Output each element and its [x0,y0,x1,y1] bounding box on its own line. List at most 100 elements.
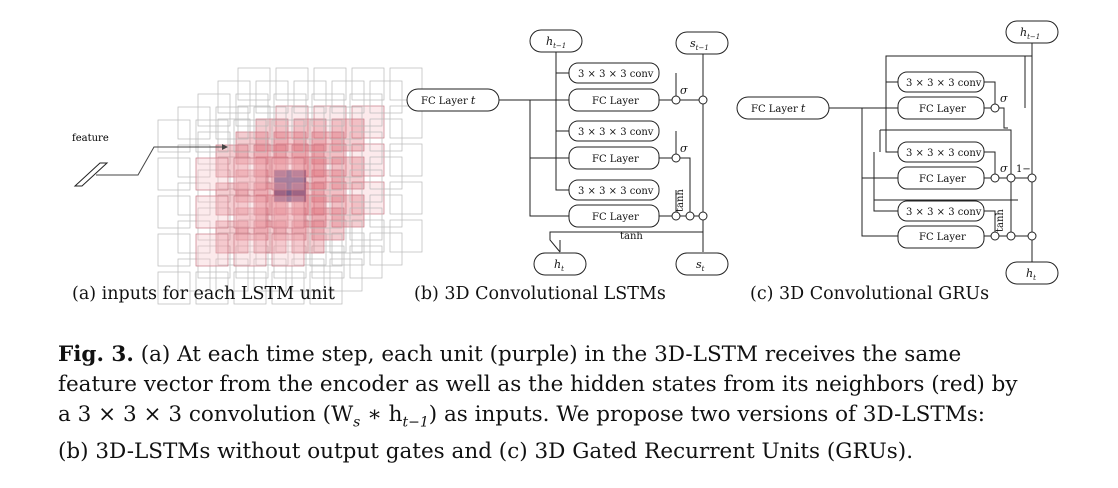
grid-cube [331,232,365,266]
conv-box-1 [568,62,660,84]
svg-text:ht: ht [1026,267,1036,282]
grid-cube [157,157,191,191]
caption-line-2: feature vector from the encoder as well … [58,372,1018,397]
plus-op-2 [671,153,681,163]
grid-cube [369,118,403,152]
c-conv-box-3 [897,200,985,222]
fc-input-label: FC Layer [421,96,468,107]
s-out-text: s [696,258,702,271]
grid-cube [389,105,423,139]
c-fc-input-t: t [801,102,806,115]
grid-cube [233,233,267,267]
grid-cube [329,182,363,216]
panel-a-grid: feature [72,67,423,305]
grid-cube [329,258,363,292]
b-fc-label-2: FC Layer [592,154,639,165]
grid-cube [195,119,229,153]
caption-line1-text: (a) At each time step, each unit (purple… [133,342,962,367]
caption-label: Fig. 3. [58,342,134,367]
h-out-node [533,252,587,276]
grid-cube [237,67,271,101]
mult-op-1 [698,95,708,105]
caption-line-3: a 3 × 3 × 3 convolution (Ws ∗ ht−1) as i… [58,400,1098,437]
b-tanh-2: tanh [620,231,643,242]
fc-input-t: t [471,94,476,107]
c-plus-op-1 [990,103,1000,113]
grid-cube [253,144,287,178]
grid-cube [349,207,383,241]
mult-op-2 [685,211,695,221]
grid-cube [329,106,363,140]
c-plus-op-3 [990,231,1000,241]
grid-cube [271,271,305,305]
grid-cube [235,93,269,127]
subcaption-c: (c) 3D Convolutional GRUs [750,284,990,304]
grid-cube [291,144,325,178]
grid-cube [331,118,365,152]
s-prev-sub: t−1 [696,44,709,52]
grid-cube [233,271,267,305]
grid-cube [157,233,191,267]
c-mult-op-2 [1027,173,1037,183]
svg-text:st−1: st−1 [690,37,709,52]
c-fc-box-3 [897,225,985,249]
grid-cube [311,93,345,127]
grid-cube [369,232,403,266]
grid-cube [293,80,327,114]
grid-cube [197,245,231,279]
lstm-grid-cubes [157,67,423,305]
grid-cube [253,258,287,292]
panel-b-conv-lstm: ht−1 st−1 FC Layer t [406,29,729,276]
grid-cube [235,245,269,279]
c-tanh-1: tanh [995,209,1006,232]
c-sigma-1: σ [1000,92,1008,105]
conv-box-3 [568,179,660,201]
grid-cube [309,119,343,153]
grid-cube [369,194,403,228]
grid-cube [313,67,347,101]
grid-cube [235,207,269,241]
feature-arrow [96,146,226,176]
c-h-prev-text: h [1020,26,1027,39]
feature-arrow-head [222,144,228,150]
grid-cube [311,207,345,241]
grid-cube [195,271,229,305]
subcaption-a: (a) inputs for each LSTM unit [72,284,335,304]
c-sigma-2: σ [1000,162,1008,175]
grid-cube [331,80,365,114]
b-sigma-2: σ [680,142,688,155]
svg-text:ht−1: ht−1 [546,35,566,50]
grid-cube [253,220,287,254]
grid-cube [195,195,229,229]
grid-cube [157,271,191,305]
grid-cube [349,93,383,127]
grid-cube [291,220,325,254]
c-plus-op-4 [1027,231,1037,241]
b-conv-label-2: 3 × 3 × 3 conv [578,127,654,138]
c-fc-box-2 [897,166,985,190]
grid-cube [291,258,325,292]
caption-line3-end: ) as inputs. We propose two versions of … [428,402,986,427]
grid-cube [233,119,267,153]
fc-box-3 [568,204,660,228]
grid-cube [311,131,345,165]
grid-cube [255,80,289,114]
svg-text:ht: ht [554,258,564,273]
c-h-out-text: h [1026,267,1033,280]
grid-cube [195,157,229,191]
grid-cube [389,181,423,215]
h-out-text: h [554,258,561,271]
c-plus-op-2 [990,173,1000,183]
plus-op-1 [671,95,681,105]
fc-box-1 [568,88,660,112]
c-fc-label-3: FC Layer [919,232,966,243]
grid-cube [389,143,423,177]
caption-line3-sub2: t−1 [402,414,429,431]
grid-cube [177,258,211,292]
grid-cube [177,106,211,140]
grid-cube [271,119,305,153]
grid-cube [273,245,307,279]
grid-cube [233,157,267,191]
grid-cube [351,67,385,101]
s-prev-node [675,31,729,55]
